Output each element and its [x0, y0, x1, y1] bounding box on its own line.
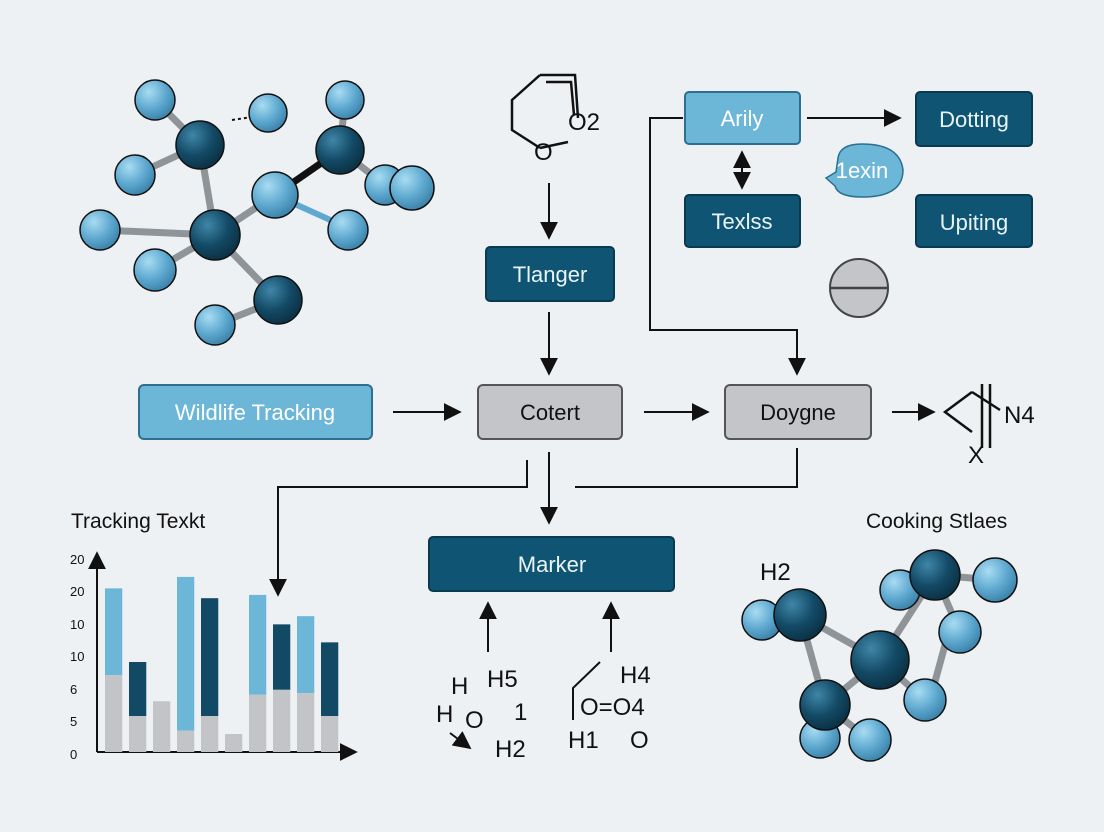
y-tick-label: 20 — [70, 584, 84, 599]
y-tick-label: 6 — [70, 682, 77, 697]
formula-h2: H2 — [495, 736, 526, 763]
molecule-bottom-right — [741, 549, 1018, 762]
bar-segment-top — [129, 662, 147, 716]
h2-label: H2 — [760, 559, 791, 586]
box-tlanger[interactable]: Tlanger — [485, 246, 615, 302]
box-wildlife-tracking[interactable]: Wildlife Tracking — [138, 384, 373, 440]
x-label: X — [968, 442, 984, 469]
formula-o: O — [465, 707, 484, 734]
formula-right: H4 O=O4 H1 O — [568, 661, 651, 754]
bar-segment-base — [273, 689, 291, 752]
formula-o-right: O — [630, 727, 649, 754]
y-tick-label: 0 — [70, 747, 77, 762]
speech-bubble: 1exin — [824, 143, 904, 198]
box-arily-label: Arily — [721, 106, 764, 131]
box-upiting[interactable]: Upiting — [915, 194, 1033, 248]
bar-chart: 20 20 10 10 6 5 0 — [70, 551, 358, 762]
box-doygne[interactable]: Doygne — [724, 384, 872, 440]
bubble-label: 1exin — [836, 158, 889, 183]
y-tick-label: 10 — [70, 617, 84, 632]
minus-circle-icon — [829, 258, 889, 318]
box-wildlife-label: Wildlife Tracking — [175, 400, 335, 425]
bar-segment-base — [201, 716, 219, 752]
bar-segment-base — [249, 694, 267, 752]
molecule-top-left — [79, 79, 435, 346]
box-arily[interactable]: Arily — [684, 91, 801, 145]
ring-structure-top — [510, 73, 580, 150]
box-cotert[interactable]: Cotert — [477, 384, 623, 440]
formula-one: 1 — [514, 699, 527, 726]
formula-h4: H4 — [620, 662, 651, 689]
formula-left: H H5 H O 1 H2 — [436, 666, 527, 763]
bar-segment-base — [177, 730, 195, 752]
bar-segment-top — [297, 616, 315, 694]
bar-segment-top — [321, 642, 339, 716]
bar-segment-top — [105, 588, 123, 676]
formula-h5: H5 — [487, 666, 518, 693]
n4-structure — [942, 384, 1001, 448]
y-tick-label: 20 — [70, 552, 84, 567]
box-marker-label: Marker — [518, 552, 586, 577]
bar-segment-top — [201, 598, 219, 716]
box-cotert-label: Cotert — [520, 400, 580, 425]
bar-segment-base — [153, 701, 171, 752]
tracking-title: Tracking Texkt — [71, 510, 205, 533]
bar-segment-top — [273, 624, 291, 690]
y-tick-label: 10 — [70, 649, 84, 664]
box-upiting-label: Upiting — [940, 210, 1008, 235]
bar-segment-base — [225, 734, 243, 752]
formula-o-o4: O=O4 — [580, 694, 645, 721]
ring-o-label: O — [534, 139, 553, 166]
bar-segment-base — [105, 675, 123, 752]
y-tick-label: 5 — [70, 714, 77, 729]
box-texlss[interactable]: Texlss — [684, 194, 801, 248]
formula-h-mid: H — [436, 701, 453, 728]
box-dotting[interactable]: Dotting — [915, 91, 1033, 147]
box-texlss-label: Texlss — [711, 209, 772, 234]
bar-segment-top — [177, 576, 195, 731]
n4-label: N4 — [1004, 402, 1035, 429]
o2-label: O2 — [568, 109, 600, 136]
box-doygne-label: Doygne — [760, 400, 836, 425]
formula-h-top: H — [451, 673, 468, 700]
formula-h1: H1 — [568, 727, 599, 754]
box-marker[interactable]: Marker — [428, 536, 675, 592]
cooking-title: Cooking Stlaes — [866, 510, 1007, 533]
bar-segment-base — [129, 716, 147, 752]
box-dotting-label: Dotting — [939, 107, 1009, 132]
box-tlanger-label: Tlanger — [513, 262, 588, 287]
bar-segment-base — [297, 693, 315, 752]
bar-segment-top — [249, 594, 267, 695]
bar-segment-base — [321, 716, 339, 752]
